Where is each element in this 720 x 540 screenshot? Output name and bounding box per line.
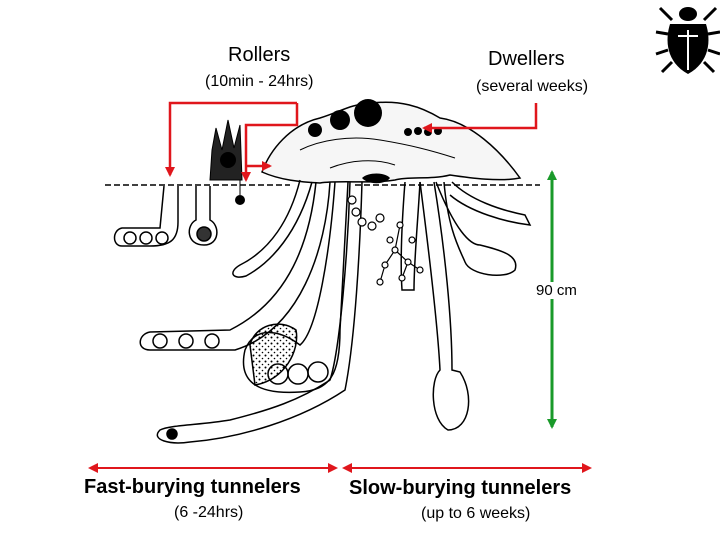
fast-burying-title: Fast-burying tunnelers <box>84 476 301 498</box>
rollers-pointer-arrows <box>165 101 299 182</box>
fast-burying-tunnels <box>139 179 363 444</box>
slow-burying-duration: (up to 6 weeks) <box>421 505 531 522</box>
branching-brood-cluster <box>376 221 424 286</box>
dwellers-duration: (several weeks) <box>476 78 589 95</box>
dwellers-title: Dwellers <box>488 48 565 70</box>
roller-dung-pile <box>209 119 245 205</box>
rollers-title: Rollers <box>228 44 291 66</box>
dung-pat <box>261 99 522 184</box>
fast-burying-duration: (6 -24hrs) <box>174 504 244 521</box>
slow-burying-title: Slow-burying tunnelers <box>349 477 572 499</box>
slow-burying-tunnels <box>400 181 532 431</box>
dwellers-pointer-arrow <box>422 103 538 133</box>
dweller-bead-chain <box>347 195 385 231</box>
scarab-beetle-icon <box>655 6 720 74</box>
depth-label: 90 cm <box>536 282 577 299</box>
rollers-duration: (10min - 24hrs) <box>205 73 314 90</box>
roller-burrows <box>113 185 218 247</box>
